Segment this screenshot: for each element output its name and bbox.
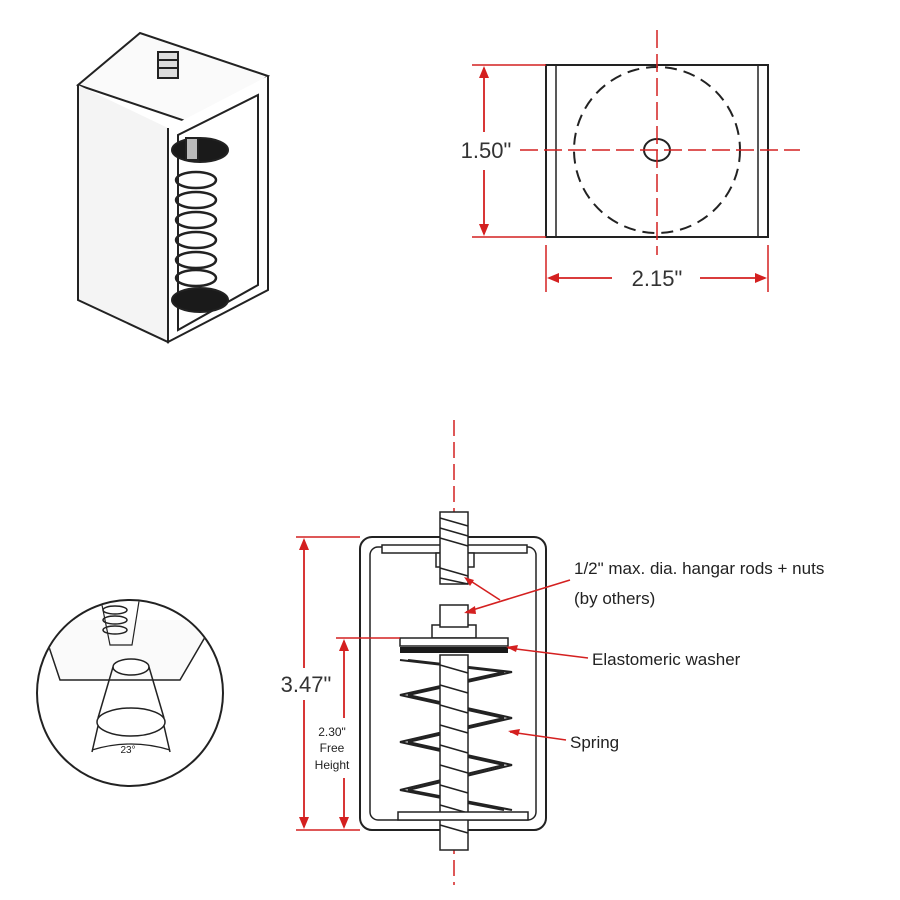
plan-view: 1.50" 2.15" — [461, 30, 800, 292]
upper-rod — [439, 511, 469, 585]
plan-width-label: 2.15" — [632, 266, 683, 291]
washer-fill — [400, 647, 508, 653]
iso-lower-washer — [171, 287, 229, 313]
isometric-view — [75, 31, 271, 344]
overall-height-label: 3.47" — [281, 672, 332, 697]
washer-leader — [507, 647, 589, 659]
iso-left-face — [77, 85, 169, 344]
callout-washer: Elastomeric washer — [592, 650, 741, 669]
iso-top-nut — [157, 51, 179, 79]
free-height-label-1: Free — [320, 741, 345, 755]
rods-leader-2 — [465, 579, 571, 613]
detail-angle-label: 23° — [120, 745, 135, 756]
spring-leader — [509, 731, 567, 741]
iso-spring — [174, 170, 218, 288]
elastomeric-washer — [399, 637, 509, 647]
callout-spring: Spring — [570, 733, 619, 752]
free-height-value: 2.30" — [318, 725, 346, 739]
iso-rod-nut — [185, 137, 199, 161]
section-bottom-plate — [397, 811, 529, 821]
detail-view: 23° — [36, 599, 224, 787]
free-height-label-2: Height — [315, 758, 350, 772]
iso-upper-washer — [171, 137, 229, 163]
callout-rods-line2: (by others) — [574, 589, 655, 608]
plan-height-label: 1.50" — [461, 138, 512, 163]
callout-rods-line1: 1/2" max. dia. hangar rods + nuts — [574, 559, 824, 578]
section-view: 3.47" 2.30" Free Height 1/2" max. dia. h… — [281, 420, 824, 885]
